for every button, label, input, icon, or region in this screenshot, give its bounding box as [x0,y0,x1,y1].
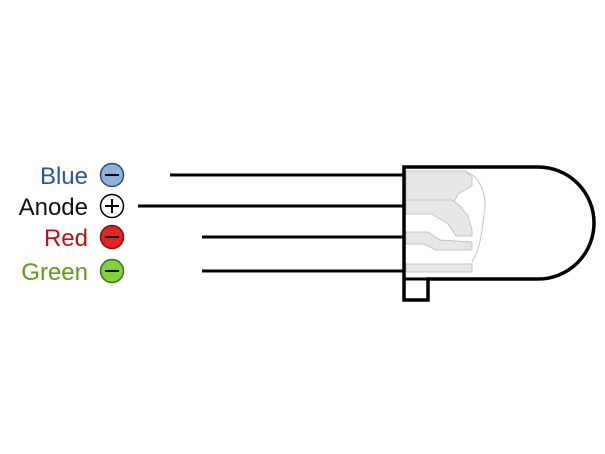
circle-minus-icon [99,162,125,188]
pin-blue: Blue [40,162,405,190]
pin-label-green: Green [21,259,88,286]
circle-plus-icon [99,193,125,219]
lead-frame-green [405,263,473,273]
pin-label-red: Red [44,225,88,252]
lead-frame-anode [405,199,473,237]
lead-frame-cup-outline [465,171,486,263]
pin-red: Red [44,224,405,252]
circle-minus-icon [99,258,125,284]
led-body [402,165,596,302]
led-lead-frame [405,170,486,273]
pin-label-blue: Blue [40,163,88,190]
circle-minus-icon [99,224,125,250]
lead-frame-red [405,231,473,251]
led-outline [402,165,596,302]
pin-green: Green [21,258,405,286]
pin-label-anode: Anode [19,194,88,221]
pin-anode: Anode [19,193,405,221]
